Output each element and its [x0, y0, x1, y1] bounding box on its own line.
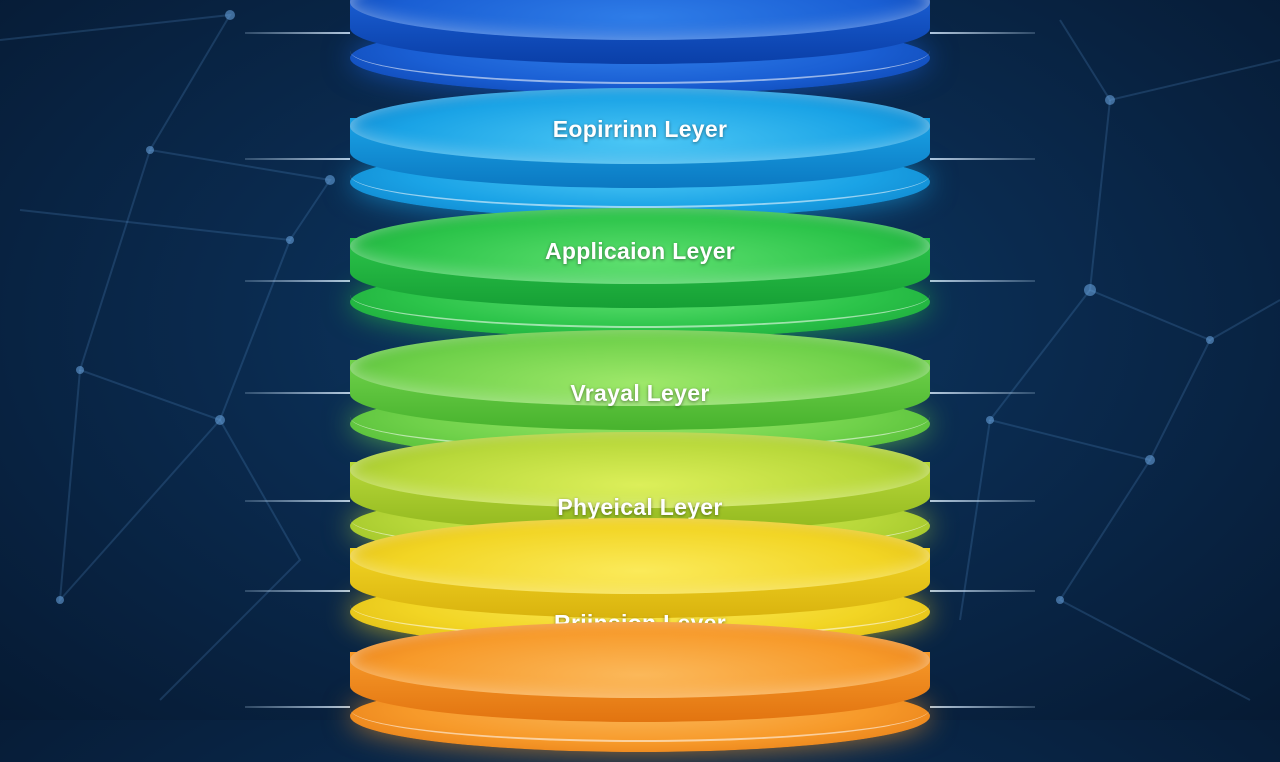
connector-line-right [930, 280, 1035, 282]
connector-line-left [245, 280, 350, 282]
connector-line-right [930, 590, 1035, 592]
connector-line-left [245, 392, 350, 394]
connector-line-left [245, 500, 350, 502]
layer-disc: Applicaion Leyer [350, 208, 930, 348]
layer-disc [350, 622, 930, 762]
layer-disc: Eopirrinn Leyer [350, 88, 930, 228]
layer-disc-rim [350, 142, 930, 208]
layer-disc-rim [350, 676, 930, 742]
connector-line-left [245, 706, 350, 708]
connector-line-left [245, 158, 350, 160]
layer-disc-rim [350, 262, 930, 328]
connector-line-right [930, 158, 1035, 160]
layer-label: Applicaion Leyer [544, 238, 736, 264]
network-background [0, 10, 1280, 701]
layer-disc-rim [350, 18, 930, 84]
connector-line-left [245, 590, 350, 592]
layer-disc: Session Network Layer [350, 0, 930, 104]
layer-label: Eopirrinn Leyer [552, 116, 728, 142]
layer-label: Vrayal Leyer [570, 380, 710, 406]
connector-line-right [930, 32, 1035, 34]
connector-line-right [930, 706, 1035, 708]
layer-label: Phyeical Leyer [557, 494, 723, 520]
connector-line-left [245, 32, 350, 34]
connector-line-right [930, 392, 1035, 394]
connector-line-right [930, 500, 1035, 502]
